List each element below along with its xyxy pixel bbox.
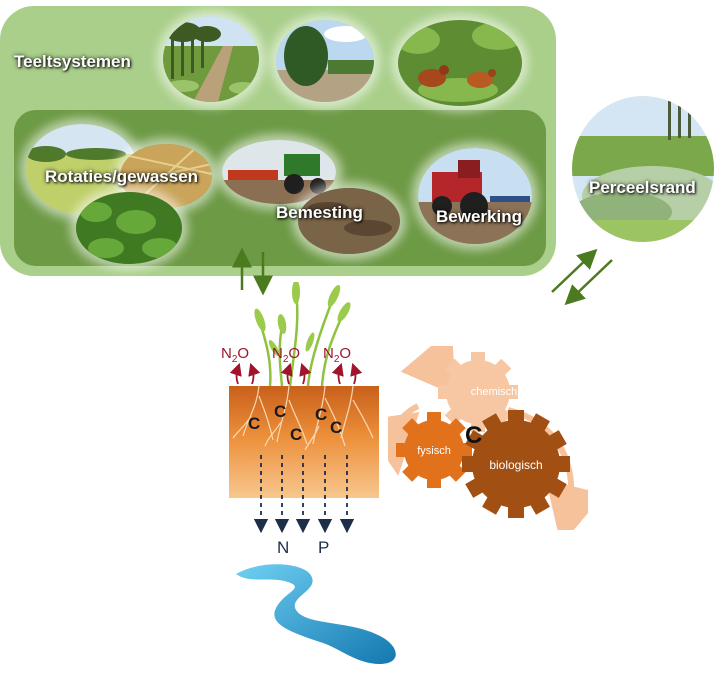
soil-carbon-3: C (290, 425, 303, 444)
cycle-arrow-right (507, 407, 588, 530)
cycle-arrow-top (400, 346, 456, 396)
teeltsystemen-label: Teeltsystemen (14, 52, 131, 71)
roots-illustration (232, 386, 374, 451)
soil-carbon-1: C (248, 414, 261, 433)
chickens-photo (398, 20, 522, 106)
leaching-n-label: N (277, 538, 290, 557)
soil-carbon-5: C (330, 418, 343, 437)
n2o-emission-3: N2O (323, 345, 352, 365)
water-stream (236, 564, 396, 664)
arrow-from-margin (564, 259, 613, 306)
field-margin-photo (572, 96, 714, 242)
leaching-p-label: P (318, 538, 330, 557)
n2o-emission-2: N2O (272, 345, 301, 365)
chemisch-gear (438, 352, 518, 432)
perceelsrand-label: Perceelsrand (589, 178, 696, 197)
soil-carbon-2: C (274, 402, 287, 421)
biologisch-gear (462, 410, 570, 518)
cycle-arrow-left (388, 403, 420, 476)
fysisch-label: fysisch (417, 445, 451, 457)
soil-carbon-4: C (315, 405, 328, 424)
arrow-to-margin (551, 248, 598, 293)
green-crop-photo (76, 192, 182, 264)
gears-diagram (388, 346, 588, 530)
fysisch-gear (396, 412, 472, 488)
bemesting-label: Bemesting (276, 203, 363, 222)
chemisch-label: chemisch (470, 386, 518, 398)
rotaties-gewassen-label: Rotaties/gewassen (45, 167, 199, 186)
bewerking-label: Bewerking (436, 207, 522, 226)
n2o-emission-1: N2O (221, 345, 250, 365)
gears-carbon-label: C (465, 422, 483, 449)
manure-soil-photo (298, 188, 400, 254)
biologisch-label: biologisch (489, 458, 543, 472)
soil-block (229, 386, 379, 498)
